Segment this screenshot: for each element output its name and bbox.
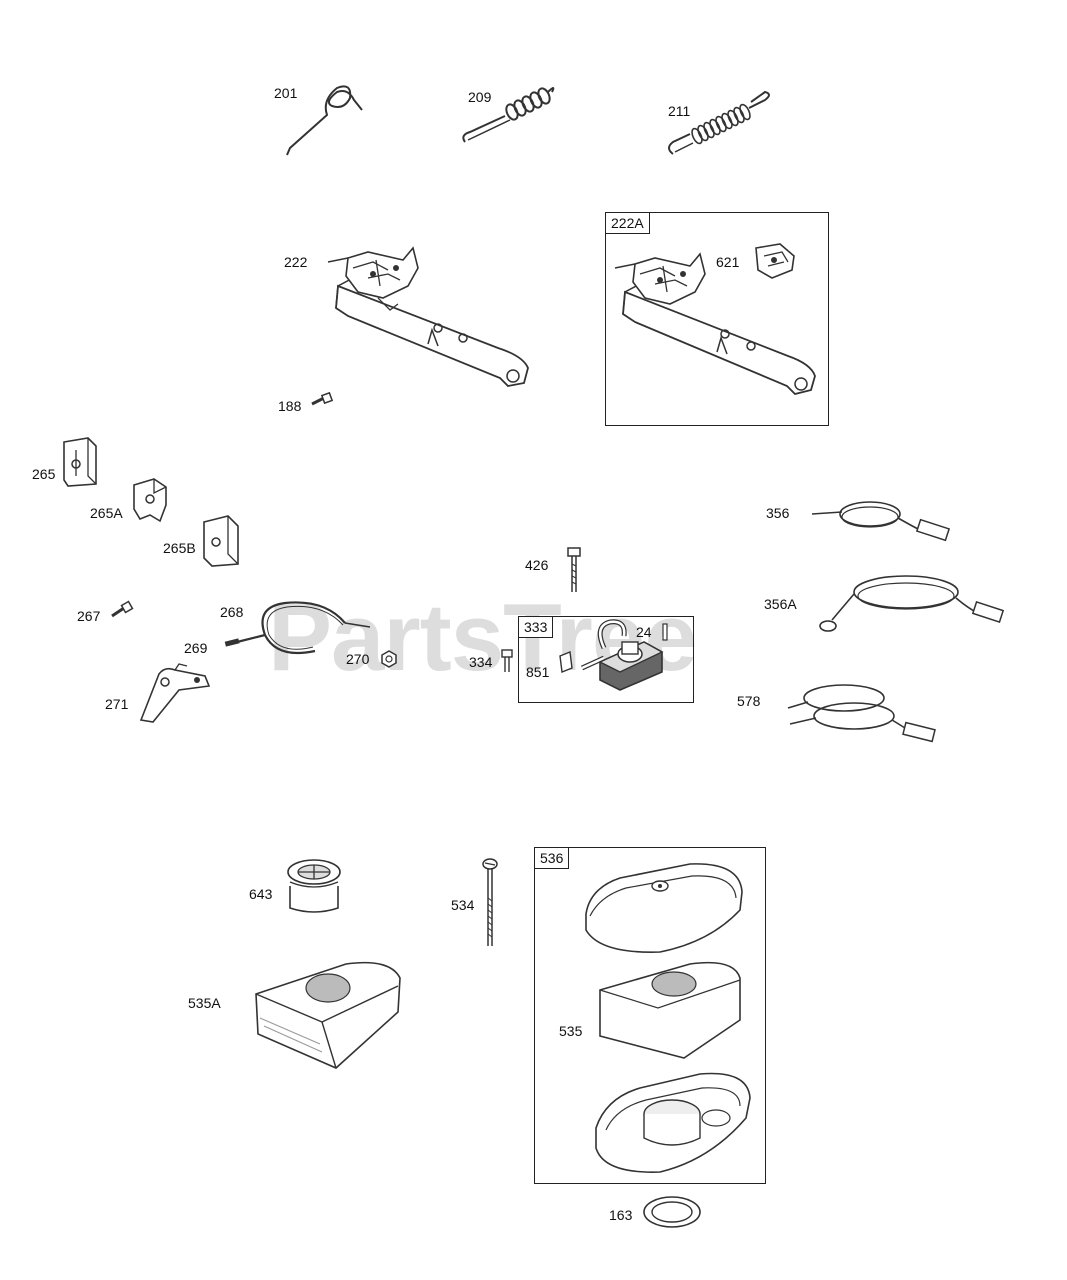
part-label-270[interactable]: 270 xyxy=(346,651,370,667)
gasket-ring-icon[interactable] xyxy=(642,1194,702,1230)
part-label-163[interactable]: 163 xyxy=(609,1207,633,1223)
kill-wire-icon[interactable] xyxy=(784,674,944,754)
screw-icon[interactable] xyxy=(499,648,515,674)
part-label-271[interactable]: 271 xyxy=(105,696,129,712)
governor-spring-icon[interactable] xyxy=(665,88,775,163)
part-label-426[interactable]: 426 xyxy=(525,557,549,573)
pin-icon[interactable] xyxy=(660,622,670,642)
screw-icon[interactable] xyxy=(310,391,334,410)
ignition-armature-icon[interactable] xyxy=(574,618,666,694)
bolt-icon[interactable] xyxy=(564,546,584,596)
part-label-851[interactable]: 851 xyxy=(526,664,550,680)
part-label-265B[interactable]: 265B xyxy=(163,540,196,556)
throttle-cable-icon[interactable] xyxy=(224,595,375,660)
part-label-265A[interactable]: 265A xyxy=(90,505,123,521)
screw-icon[interactable] xyxy=(110,600,134,620)
ground-wire-terminal-icon[interactable] xyxy=(818,570,1008,640)
cable-clip-a-icon[interactable] xyxy=(130,475,170,525)
part-label-201[interactable]: 201 xyxy=(274,85,298,101)
part-label-265[interactable]: 265 xyxy=(32,466,56,482)
choke-link-icon[interactable] xyxy=(750,240,800,284)
cable-clip-icon[interactable] xyxy=(60,436,100,488)
control-bracket-assembly-icon[interactable] xyxy=(613,236,823,396)
part-label-269[interactable]: 269 xyxy=(184,640,208,656)
part-label-356A[interactable]: 356A xyxy=(764,596,797,612)
assembly-tag-333[interactable]: 333 xyxy=(518,616,554,638)
part-label-356[interactable]: 356 xyxy=(766,505,790,521)
part-label-578[interactable]: 578 xyxy=(737,693,761,709)
assembly-tag-222A[interactable]: 222A xyxy=(605,212,650,234)
assembly-box-536: 536 xyxy=(534,847,766,1184)
extension-spring-icon[interactable] xyxy=(460,80,560,150)
ground-wire-icon[interactable] xyxy=(811,490,957,550)
part-label-334[interactable]: 334 xyxy=(469,654,493,670)
spring-wire-icon[interactable] xyxy=(282,80,372,160)
part-label-621[interactable]: 621 xyxy=(716,254,740,270)
part-label-209[interactable]: 209 xyxy=(468,89,492,105)
control-bracket-icon[interactable] xyxy=(327,238,533,388)
part-label-643[interactable]: 643 xyxy=(249,886,273,902)
assembly-tag-536[interactable]: 536 xyxy=(534,847,570,869)
part-label-268[interactable]: 268 xyxy=(220,604,244,620)
throttle-lever-icon[interactable] xyxy=(135,660,215,725)
air-cleaner-insert-icon[interactable] xyxy=(284,856,344,916)
part-label-24[interactable]: 24 xyxy=(636,624,652,640)
part-label-188[interactable]: 188 xyxy=(278,398,302,414)
air-cleaner-cover-icon[interactable] xyxy=(580,858,750,958)
part-label-534[interactable]: 534 xyxy=(451,897,475,913)
air-cleaner-base-icon[interactable] xyxy=(590,1068,756,1178)
cable-clip-b-icon[interactable] xyxy=(200,512,242,568)
air-filter-icon[interactable] xyxy=(594,958,746,1070)
pre-cleaner-icon[interactable] xyxy=(250,958,406,1074)
nut-icon[interactable] xyxy=(380,650,398,668)
part-label-211[interactable]: 211 xyxy=(668,103,691,119)
part-label-535[interactable]: 535 xyxy=(559,1023,583,1039)
terminal-icon[interactable] xyxy=(556,650,576,674)
part-label-267[interactable]: 267 xyxy=(77,608,101,624)
long-screw-icon[interactable] xyxy=(480,858,500,950)
assembly-box-222A: 222A xyxy=(605,212,829,426)
part-label-222[interactable]: 222 xyxy=(284,254,308,270)
part-label-535A[interactable]: 535A xyxy=(188,995,221,1011)
assembly-box-333: 333 xyxy=(518,616,694,703)
